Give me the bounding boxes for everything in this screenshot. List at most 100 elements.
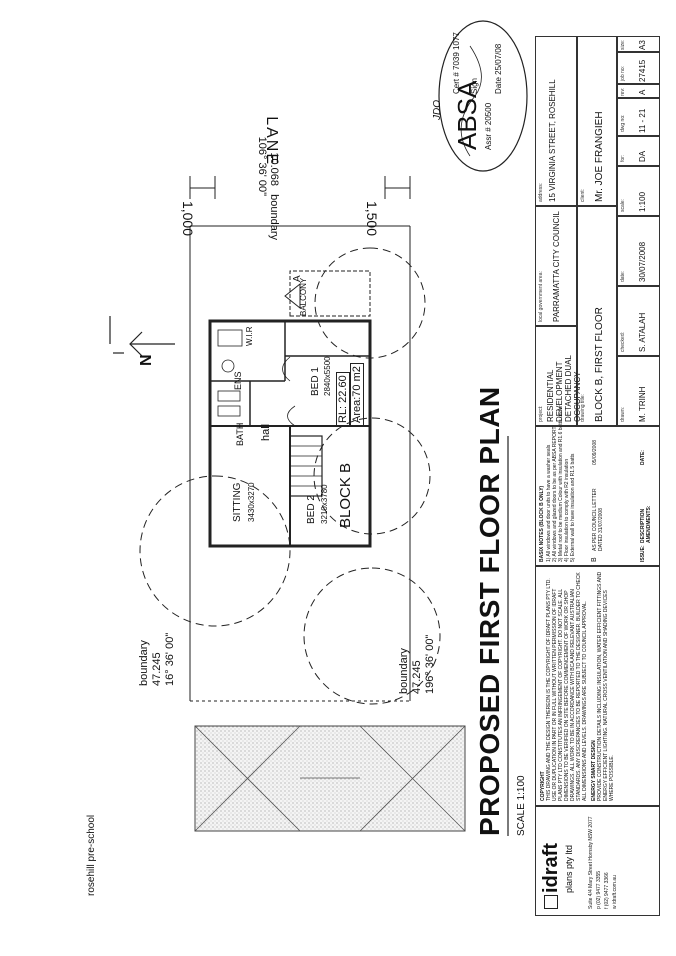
copyright-text: THIS DRAWING AND THE DESIGN THEREON IS T… bbox=[546, 572, 588, 801]
size-label: size: bbox=[620, 39, 626, 50]
plan-scale: SCALE 1:100 bbox=[516, 775, 527, 836]
dwg-no-cell: dwg no: 11 - 21 bbox=[617, 98, 660, 136]
room-bed2-dims: 3210x3780 bbox=[320, 484, 329, 524]
setback-right-label: 1,500 bbox=[364, 200, 380, 236]
for-label: for: bbox=[620, 154, 626, 162]
absa-assr: Assr # 20500 bbox=[484, 102, 493, 150]
amend-description: AS PER COUNCIL LETTER DATED 31/07/2008 bbox=[592, 488, 604, 551]
plan-title: PROPOSED FIRST FLOOR PLAN bbox=[474, 386, 505, 836]
boundary-bottom-length: 47.245 bbox=[411, 660, 423, 694]
address-label: address: bbox=[538, 182, 544, 202]
company-web: w idraft.com.au bbox=[612, 875, 618, 909]
dwg-no-value: 11 - 21 bbox=[638, 108, 647, 133]
checked-value: S. ATALAH bbox=[638, 312, 647, 352]
basix-cell: BASIX NOTES (BLOCK B ONLY) 1) All window… bbox=[535, 405, 660, 566]
authority-label: local government area: bbox=[538, 271, 544, 322]
copyright-cell: COPYRIGHT THIS DRAWING AND THE DESIGN TH… bbox=[535, 566, 660, 806]
room-wir: W.I.R bbox=[245, 326, 254, 346]
basix-heading: BASIX NOTES (BLOCK B ONLY) bbox=[539, 485, 545, 562]
block-label: BLOCK B bbox=[337, 462, 354, 528]
boundary-left-bearing: 16° 36' 00" bbox=[164, 632, 176, 686]
authority-cell: local government area: PARRAMATTA CITY C… bbox=[535, 206, 577, 326]
section-marker-shape bbox=[284, 282, 301, 310]
address-value: 15 VIRGINIA STREET, ROSEHILL bbox=[548, 79, 557, 202]
project-label: project: bbox=[538, 405, 544, 422]
setback-top-label: 1,000 bbox=[180, 200, 196, 236]
boundary-bottom-label: boundary bbox=[398, 648, 410, 694]
authority-value: PARRAMATTA CITY COUNCIL bbox=[552, 211, 561, 322]
drawn-cell: drawn: M. TRINH bbox=[617, 356, 660, 426]
date-cell: date: 30/07/2008 bbox=[617, 216, 660, 286]
size-cell: size: A3 bbox=[617, 36, 660, 52]
dwg-no-label: dwg no: bbox=[620, 114, 626, 132]
job-no-cell: job no: 27415 bbox=[617, 52, 660, 84]
client-cell: client: Mr. JOE FRANGIEH bbox=[577, 36, 617, 206]
room-ens: ENS bbox=[233, 371, 243, 390]
amend-date: 05/09/2008 bbox=[592, 439, 598, 465]
drawing-cell: drawing title: BLOCK B, FIRST FLOOR bbox=[577, 206, 617, 426]
absa-sign: Sign bbox=[470, 77, 479, 94]
client-label: client: bbox=[580, 188, 586, 202]
basix-note-5: 5) External wall to have insulation and … bbox=[570, 453, 576, 562]
amend-issue: B bbox=[591, 557, 598, 562]
lane-label: LANE bbox=[263, 116, 280, 166]
room-balcony: BALCONY bbox=[299, 277, 308, 316]
room-bed1-dims: 2840x5500 bbox=[323, 356, 332, 396]
scale-cell: scale: 1:100 bbox=[617, 166, 660, 216]
boundary-bottom-bearing: 196° 36' 00" bbox=[424, 634, 436, 694]
checked-cell: checked: S. ATALAH bbox=[617, 286, 660, 356]
company-logo-icon bbox=[544, 895, 558, 909]
absa-cert: Cert # 7039 1077 bbox=[452, 32, 461, 94]
room-rl: RL: 22.60 bbox=[336, 372, 350, 426]
size-value: A3 bbox=[638, 40, 647, 50]
north-label: N bbox=[138, 354, 155, 366]
address-cell: address: 15 VIRGINIA STREET, ROSEHILL bbox=[535, 36, 577, 206]
boundary-top-label: boundary bbox=[268, 194, 280, 240]
amend-date-label: DATE: bbox=[640, 450, 646, 465]
job-no-value: 27415 bbox=[638, 59, 647, 82]
room-sitting-name: SITTING bbox=[232, 482, 243, 522]
boundary-left-label: boundary bbox=[138, 640, 150, 686]
company-name: idraft bbox=[540, 843, 562, 893]
for-cell: for: DA bbox=[617, 136, 660, 166]
scale-value: 1:100 bbox=[638, 191, 647, 212]
rev-label: rev: bbox=[620, 87, 626, 96]
absa-initials: JDO bbox=[432, 100, 443, 120]
scale-label: scale: bbox=[620, 198, 626, 212]
rev-value: A bbox=[638, 89, 647, 95]
for-value: DA bbox=[638, 150, 647, 162]
company-tagline: plans pty ltd bbox=[564, 844, 574, 893]
company-fax: f (02) 9477 3366 bbox=[604, 872, 610, 909]
neighbor-label: rosehill pre-school bbox=[86, 814, 97, 896]
drawn-value: M. TRINH bbox=[638, 386, 647, 422]
energy-text: PROVIDE CONSTRUCTION DETAILS INCLUDING I… bbox=[597, 571, 615, 801]
north-arrow bbox=[109, 316, 175, 357]
boundary-left-length: 47.245 bbox=[151, 652, 163, 686]
absa-date: Date 25/07/08 bbox=[494, 43, 503, 94]
setback-dimensions bbox=[189, 176, 411, 199]
room-hall: hall bbox=[260, 423, 272, 441]
project-cell: project: RESIDENTIAL DEVELOPMENT DETACHE… bbox=[535, 326, 582, 426]
room-bath: BATH bbox=[235, 422, 245, 446]
room-bed1-name: BED 1 bbox=[310, 367, 321, 396]
amend-description-label: DESCRIPTION AMENDMENTS: bbox=[640, 505, 652, 544]
building-footprint bbox=[208, 270, 372, 548]
company-phone: p (02) 9477 3355 bbox=[596, 870, 602, 909]
date-label: date: bbox=[620, 270, 626, 282]
rev-cell: rev: A bbox=[617, 84, 660, 98]
room-area: Area:70 m2 bbox=[350, 363, 364, 426]
company-address: Suite 4/4 Mary Street Hornsby NSW 2077 bbox=[588, 816, 594, 909]
drawing-value: BLOCK B, FIRST FLOOR bbox=[594, 307, 605, 422]
signature-scribble bbox=[460, 45, 482, 157]
neighbor-building bbox=[194, 725, 466, 832]
date-value: 30/07/2008 bbox=[638, 241, 647, 282]
absa-stamp-oval bbox=[438, 20, 528, 172]
company-cell: idraft plans pty ltd Suite 4/4 Mary Stre… bbox=[535, 806, 660, 916]
drawn-label: drawn: bbox=[620, 406, 626, 422]
amend-issue-label: ISSUE: bbox=[640, 545, 646, 562]
room-bed2-name: BED 2 bbox=[306, 495, 317, 524]
drawing-label: drawing title: bbox=[580, 393, 586, 422]
checked-label: checked: bbox=[620, 331, 626, 352]
